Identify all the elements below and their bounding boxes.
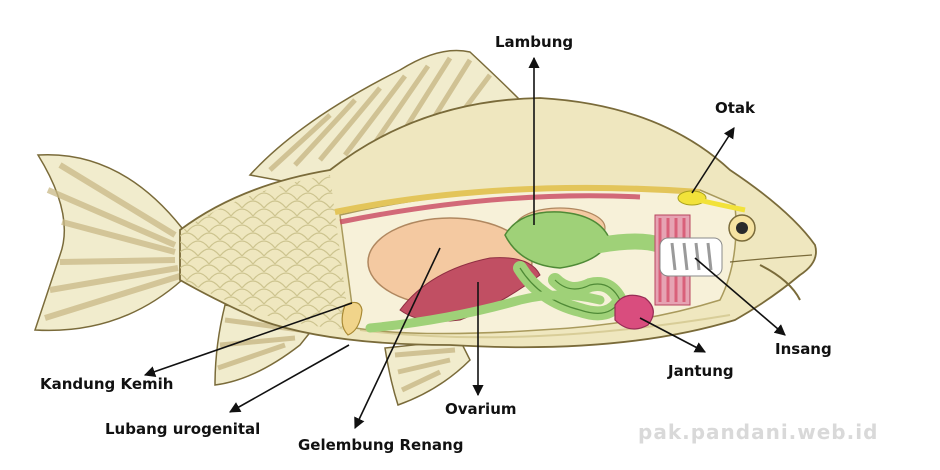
digestive-tract bbox=[365, 211, 668, 333]
label-insang: Insang bbox=[775, 340, 832, 358]
pointer-gelembung-renang bbox=[354, 247, 441, 430]
mouth-line bbox=[729, 254, 813, 263]
pointer-jantung bbox=[639, 317, 706, 353]
label-ovarium: Ovarium bbox=[445, 400, 517, 418]
eye bbox=[728, 214, 756, 242]
label-kandung-kemih: Kandung Kemih bbox=[40, 375, 173, 393]
dorsal-fin bbox=[248, 49, 522, 191]
label-jantung: Jantung bbox=[667, 362, 734, 380]
caudal-fin bbox=[33, 153, 183, 332]
pointer-lubang-urogenital bbox=[229, 344, 350, 413]
heart bbox=[614, 294, 654, 330]
watermark: pak.pandani.web.id bbox=[638, 420, 878, 444]
label-lubang-urogenital: Lubang urogenital bbox=[105, 420, 260, 438]
label-lambung: Lambung bbox=[495, 33, 573, 51]
gills bbox=[654, 214, 723, 306]
label-pointers bbox=[143, 56, 786, 430]
urinary-bladder bbox=[341, 301, 363, 336]
anal-fin bbox=[384, 339, 471, 406]
label-gelembung-renang: Gelembung Renang bbox=[298, 436, 463, 454]
label-otak: Otak bbox=[715, 99, 756, 117]
barbel bbox=[759, 264, 801, 301]
pointer-otak bbox=[691, 127, 735, 194]
pointer-insang bbox=[694, 257, 786, 336]
pointer-kandung-kemih bbox=[143, 302, 353, 377]
